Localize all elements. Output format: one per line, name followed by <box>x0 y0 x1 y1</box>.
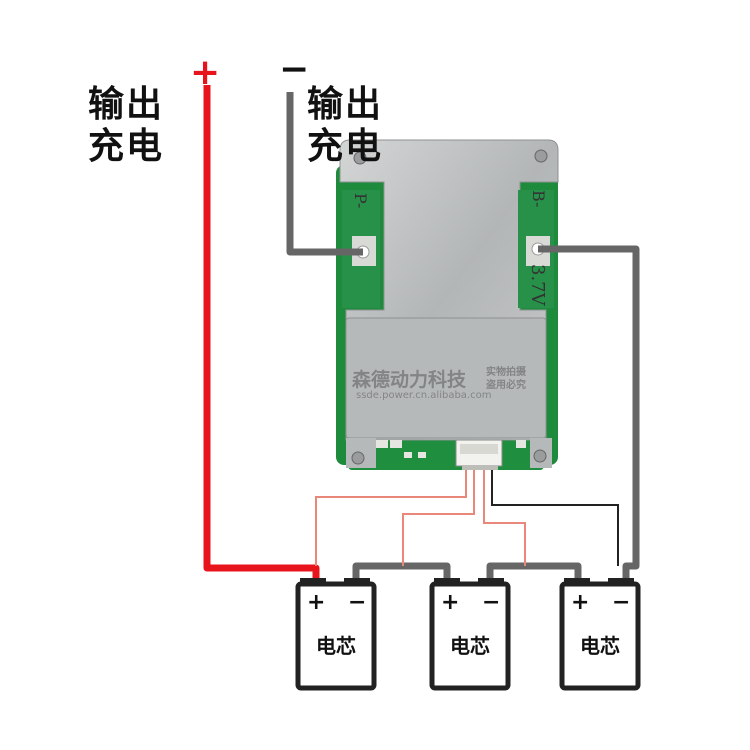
cell-1-minus: − <box>348 590 367 615</box>
right-output-label: 输出 充电 <box>307 84 383 168</box>
smd-component <box>390 440 402 448</box>
smd-component <box>516 440 526 448</box>
balance-wire-3 <box>483 470 526 566</box>
smd-component <box>418 452 426 458</box>
negative-sign: − <box>279 49 310 90</box>
cell-1 <box>295 578 377 691</box>
watermark-url: ssde.power.cn.alibaba.com <box>356 390 492 401</box>
heatsink-lower <box>345 317 547 439</box>
watermark-brand: 森德动力科技 <box>352 369 467 391</box>
left-output-line-1: 输出 <box>88 84 165 125</box>
left-output-line-2: 充电 <box>88 126 165 167</box>
balance-wire-2 <box>402 470 475 566</box>
balance-wire-1 <box>315 470 467 566</box>
screw-bottom-left <box>351 451 365 465</box>
cell-2-plus: + <box>441 590 460 615</box>
negative-output-wire <box>286 92 363 256</box>
smd-component <box>404 452 412 458</box>
screw-top-right <box>534 149 548 163</box>
positive-output-wire <box>203 85 320 578</box>
cell-1-label: 电芯 <box>316 634 356 658</box>
cell-3-plus: + <box>571 590 590 615</box>
left-output-label: 输出 充电 <box>88 84 164 168</box>
balance-connector-base <box>462 466 498 470</box>
positive-sign: + <box>190 52 221 93</box>
cell-1-plus: + <box>307 590 326 615</box>
pad-label-b-minus: B- <box>529 190 548 208</box>
watermark-note-2: 盗用必究 <box>486 380 526 391</box>
cell-3-minus: − <box>612 590 631 615</box>
smd-component <box>376 440 388 448</box>
balance-wire-4 <box>491 470 619 566</box>
cell-3 <box>559 578 641 691</box>
cell-2-minus: − <box>482 590 501 615</box>
model-label: 3.7V <box>527 264 548 306</box>
cell-3-label: 电芯 <box>580 634 620 658</box>
cell-2 <box>429 578 511 691</box>
series-link-2-3 <box>486 562 582 578</box>
screw-bottom-right <box>533 449 547 463</box>
cell-2-label: 电芯 <box>450 634 490 658</box>
right-output-line-2: 充电 <box>307 126 384 167</box>
screw-top-left <box>353 151 367 165</box>
series-link-1-2 <box>352 562 451 578</box>
watermark-note-1: 实物拍摄 <box>486 367 526 378</box>
pad-label-p-minus: P- <box>351 193 370 209</box>
battery-negative-wire <box>538 245 640 578</box>
balance-connector-pins <box>460 444 498 454</box>
right-output-line-1: 输出 <box>307 84 384 125</box>
